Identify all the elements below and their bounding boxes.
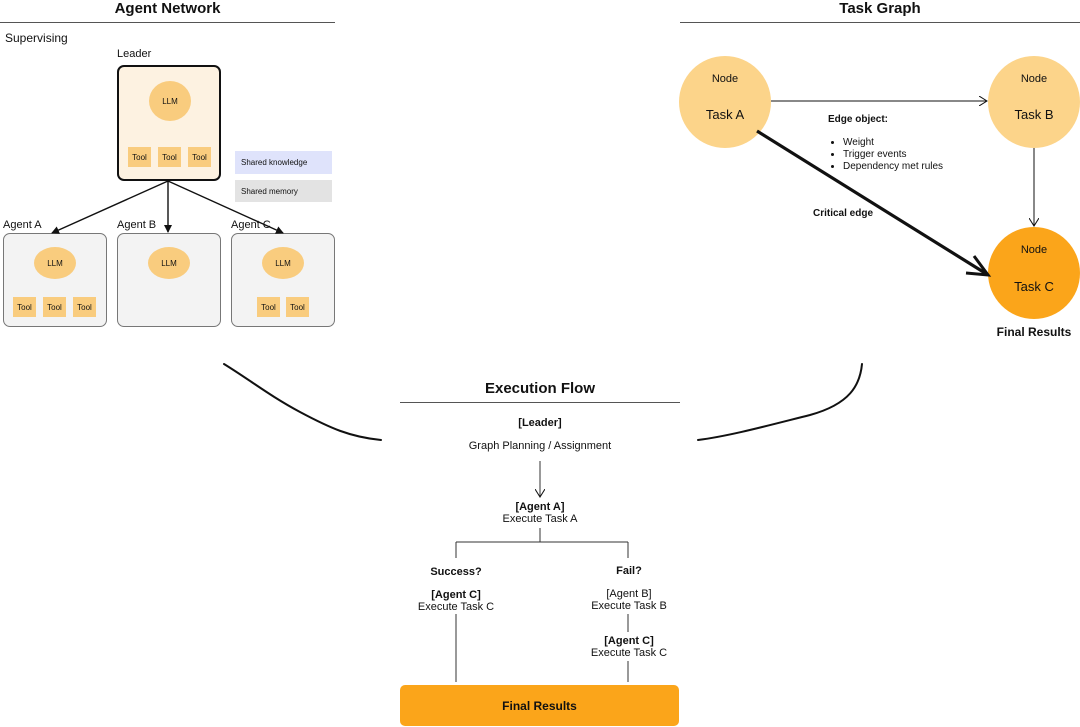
node-label: Node — [1020, 244, 1048, 256]
agent-a-tool: Tool — [13, 297, 36, 317]
node-label: Node — [1020, 73, 1048, 85]
agent-b-llm: LLM — [148, 247, 190, 279]
leader-card[interactable]: LLM Tool Tool Tool — [117, 65, 221, 181]
flow-fail-task: Execute Task B — [591, 600, 667, 612]
agent-network-title: Agent Network — [114, 0, 221, 17]
edge-object-list: Weight Trigger events Dependency met rul… — [843, 137, 943, 173]
node-label: Node — [711, 73, 739, 85]
agent-a-label: Agent A — [3, 219, 42, 231]
flow-fail-label: Fail? — [616, 565, 642, 577]
agent-c-llm: LLM — [262, 247, 304, 279]
leader-llm: LLM — [149, 81, 191, 121]
flow-agent-a-tag: [Agent A] — [515, 501, 565, 513]
flow-fail2-tag: [Agent C] — [604, 635, 654, 647]
edge-object-item: Trigger events — [843, 149, 943, 161]
agent-a-card[interactable]: LLM Tool Tool Tool — [3, 233, 107, 327]
node-task-label: Task A — [705, 107, 745, 122]
leader-tool: Tool — [188, 147, 211, 167]
node-task-label: Task C — [1014, 279, 1054, 294]
node-task-c[interactable]: Node Task C — [988, 227, 1080, 319]
agent-c-tool: Tool — [286, 297, 309, 317]
task-graph-title: Task Graph — [839, 0, 921, 17]
flow-final-results[interactable]: Final Results — [400, 685, 679, 726]
agent-b-label: Agent B — [117, 219, 157, 231]
supervising-label: Supervising — [5, 31, 68, 45]
execution-flow-divider — [400, 402, 680, 403]
node-task-label: Task B — [1014, 107, 1054, 122]
agent-a-llm: LLM — [34, 247, 76, 279]
agent-b-card[interactable]: LLM — [117, 233, 221, 327]
flow-fail2-task: Execute Task C — [590, 647, 668, 659]
node-task-a[interactable]: Node Task A — [679, 56, 771, 148]
node-task-b[interactable]: Node Task B — [988, 56, 1080, 148]
agent-a-tool: Tool — [43, 297, 66, 317]
edge-object-item: Dependency met rules — [843, 161, 943, 173]
shared-memory-box: Shared memory — [235, 180, 332, 202]
agent-c-tool: Tool — [257, 297, 280, 317]
leader-label: Leader — [117, 48, 152, 60]
leader-tool: Tool — [158, 147, 181, 167]
flow-fail-tag: [Agent B] — [606, 588, 652, 600]
agent-c-label: Agent C — [231, 219, 271, 231]
flow-success-label: Success? — [430, 566, 482, 578]
task-graph-final-results: Final Results — [996, 325, 1072, 339]
task-graph-divider — [680, 22, 1080, 23]
agent-a-tool: Tool — [73, 297, 96, 317]
curve-left — [223, 363, 382, 441]
agent-c-card[interactable]: LLM Tool Tool — [231, 233, 335, 327]
flow-leader-tag: [Leader] — [518, 417, 562, 429]
flow-agent-a-task: Execute Task A — [502, 513, 578, 525]
edge-object-title: Edge object: — [828, 114, 889, 125]
leader-tool: Tool — [128, 147, 151, 167]
critical-edge-label: Critical edge — [813, 208, 874, 219]
flow-planning: Graph Planning / Assignment — [468, 440, 612, 452]
shared-knowledge-box: Shared knowledge — [235, 151, 332, 174]
critical-edge-arrowhead — [965, 255, 992, 277]
flow-success-tag: [Agent C] — [431, 589, 481, 601]
curve-right — [697, 363, 863, 441]
agent-network-divider — [0, 22, 335, 23]
execution-flow-title: Execution Flow — [484, 380, 595, 397]
flow-success-task: Execute Task C — [417, 601, 495, 613]
edge-object-item: Weight — [843, 137, 943, 149]
